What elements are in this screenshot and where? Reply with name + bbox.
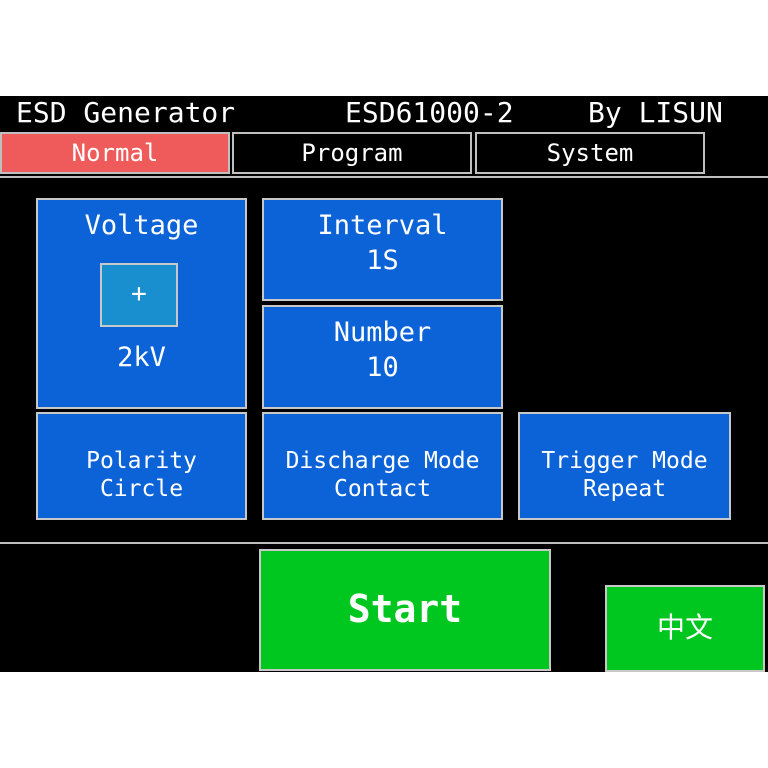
polarity-value: Circle (99, 476, 184, 502)
interval-tile[interactable]: Interval 1S (262, 198, 503, 301)
trigger-mode-value: Repeat (582, 476, 667, 502)
interval-value: 1S (366, 245, 399, 276)
start-button[interactable]: Start (259, 549, 551, 671)
model-name: ESD61000-2 (345, 96, 514, 129)
number-value: 10 (366, 352, 399, 383)
voltage-label: Voltage (84, 210, 199, 241)
trigger-mode-tile[interactable]: Trigger Mode Repeat (518, 412, 731, 520)
number-tile[interactable]: Number 10 (262, 305, 503, 409)
discharge-mode-tile[interactable]: Discharge Mode Contact (262, 412, 503, 520)
polarity-label: Polarity (86, 448, 197, 474)
interval-label: Interval (317, 210, 448, 241)
discharge-mode-label: Discharge Mode (285, 448, 480, 474)
voltage-value: 2kV (117, 342, 166, 373)
tab-program[interactable]: Program (232, 132, 472, 174)
brand-label: By LISUN (588, 96, 723, 129)
voltage-increase-button[interactable]: + (100, 263, 178, 327)
language-button[interactable]: 中文 (605, 585, 765, 672)
app-title: ESD Generator (16, 96, 236, 129)
tab-normal[interactable]: Normal (0, 132, 230, 174)
trigger-mode-label: Trigger Mode (541, 448, 708, 474)
voltage-tile[interactable]: Voltage 2kV (36, 198, 247, 409)
polarity-tile[interactable]: Polarity Circle (36, 412, 247, 520)
number-label: Number (333, 317, 432, 348)
discharge-mode-value: Contact (334, 476, 431, 502)
tab-system[interactable]: System (475, 132, 705, 174)
title-bar: ESD Generator ESD61000-2 By LISUN (0, 96, 768, 130)
